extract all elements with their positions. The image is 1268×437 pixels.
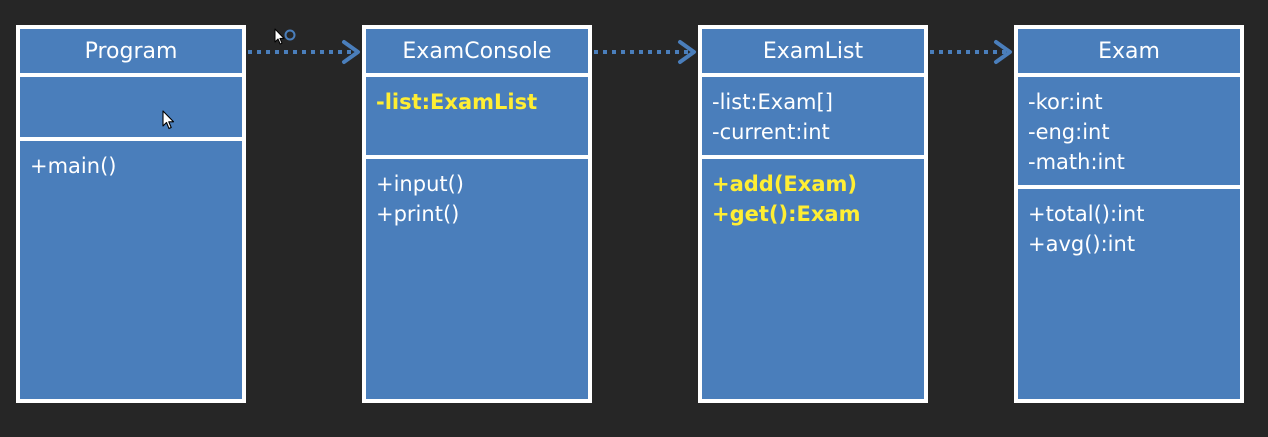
class-name-label: Program <box>84 38 178 64</box>
operation-member: +input() <box>376 172 464 196</box>
class-name: ExamList <box>702 29 924 73</box>
mouse-pointer-icon <box>162 110 175 130</box>
class-name: ExamConsole <box>366 29 588 73</box>
attribute-member: -kor:int <box>1028 90 1103 114</box>
operations-compartment: +main() <box>20 141 242 399</box>
attributes-compartment <box>20 77 242 137</box>
move-cursor-icon <box>274 28 296 45</box>
attribute-member: -list:ExamList <box>376 90 538 114</box>
class-box-examlist[interactable]: ExamList -list:Exam[] -current:int +add(… <box>698 25 928 403</box>
attribute-member: -math:int <box>1028 150 1125 174</box>
arrow-head-icon <box>342 40 360 64</box>
class-name: Exam <box>1018 29 1240 73</box>
attributes-compartment: -list:Exam[] -current:int <box>702 77 924 155</box>
attribute-member: -current:int <box>712 120 830 144</box>
class-name-label: ExamConsole <box>402 38 552 64</box>
class-box-exam[interactable]: Exam -kor:int -eng:int -math:int +total(… <box>1014 25 1244 403</box>
operation-member: +add(Exam) <box>712 172 857 196</box>
class-name-label: ExamList <box>762 38 864 64</box>
class-box-program[interactable]: Program +main() <box>16 25 246 403</box>
arrow-head-icon <box>994 40 1012 64</box>
operation-member: +get():Exam <box>712 202 861 226</box>
attributes-compartment: -list:ExamList <box>366 77 588 155</box>
attribute-member: -list:Exam[] <box>712 90 833 114</box>
class-name-label: Exam <box>1098 38 1160 64</box>
class-name: Program <box>20 29 242 73</box>
attributes-compartment: -kor:int -eng:int -math:int <box>1018 77 1240 185</box>
operations-compartment: +total():int +avg():int <box>1018 189 1240 399</box>
operation-member: +print() <box>376 202 460 226</box>
class-box-examconsole[interactable]: ExamConsole -list:ExamList +input() +pri… <box>362 25 592 403</box>
arrow-head-icon <box>678 40 696 64</box>
operation-member: +total():int <box>1028 202 1145 226</box>
operations-compartment: +add(Exam) +get():Exam <box>702 159 924 399</box>
operation-member: +avg():int <box>1028 232 1136 256</box>
operation-member: +main() <box>30 154 117 178</box>
attribute-member: -eng:int <box>1028 120 1110 144</box>
operations-compartment: +input() +print() <box>366 159 588 399</box>
